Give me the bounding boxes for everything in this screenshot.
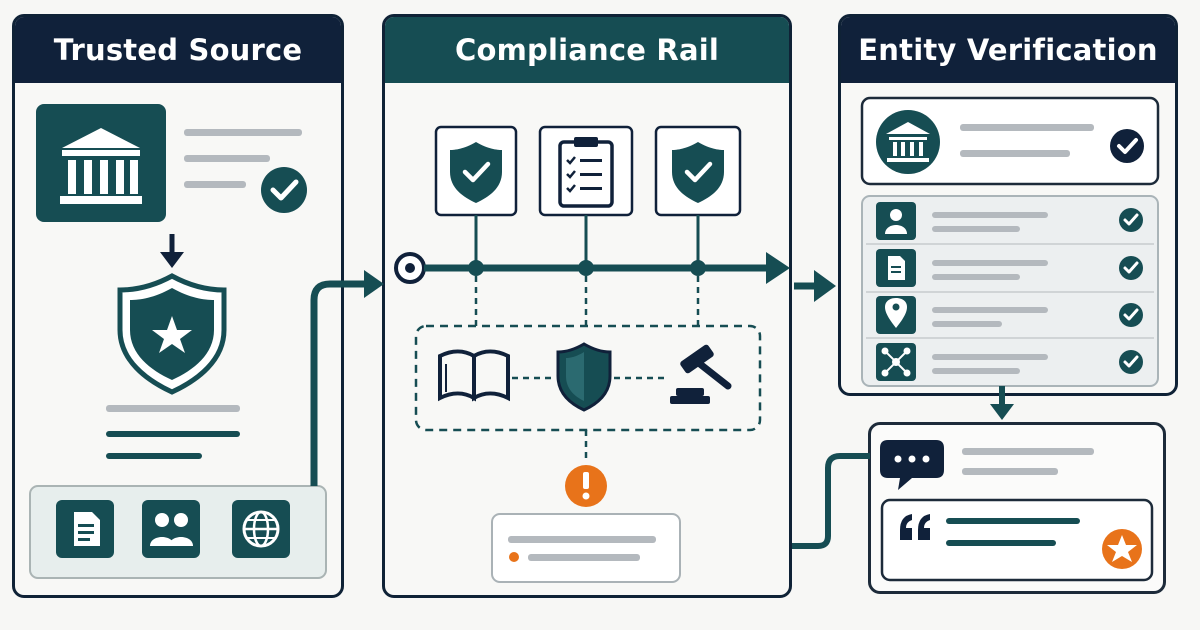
arrow-head (364, 270, 384, 298)
source-tiles (29, 485, 327, 579)
list-item (876, 249, 1143, 287)
shield-check-icon (434, 125, 518, 217)
network-icon (876, 343, 916, 381)
check-icon (1119, 256, 1143, 280)
users-icon (142, 500, 200, 558)
bank-icon (876, 110, 940, 174)
check-icon (1119, 303, 1143, 327)
globe-icon (232, 500, 290, 558)
chat-bubble-icon (880, 440, 944, 490)
entity-verification-title: Entity Verification (841, 17, 1175, 83)
check-icon (1110, 129, 1144, 163)
text-placeholder-lines (184, 129, 302, 188)
bank-icon (36, 104, 166, 222)
quote-icon (900, 514, 930, 540)
trusted-source-title: Trusted Source (15, 17, 341, 83)
user-icon (876, 202, 916, 240)
check-icon (1119, 208, 1143, 232)
policy-group-box (414, 324, 762, 432)
document-icon (56, 500, 114, 558)
check-icon (261, 167, 307, 213)
arrow-head (766, 252, 790, 284)
alert-message-card (491, 513, 681, 583)
book-icon (438, 349, 510, 402)
list-item (876, 296, 1143, 334)
alert-icon (565, 465, 607, 507)
star-badge-icon (1102, 529, 1142, 569)
verification-list (861, 195, 1159, 387)
start-node-icon (394, 252, 426, 284)
connector-line (792, 453, 870, 549)
shield-check-icon (654, 125, 742, 217)
location-pin-icon (876, 296, 916, 334)
connector-arrow (310, 280, 368, 486)
compliance-rail-title: Compliance Rail (385, 17, 789, 83)
arrow-head (814, 270, 836, 302)
check-icon (1119, 350, 1143, 374)
entity-summary-card (860, 96, 1160, 186)
clipboard-checklist-icon (538, 125, 634, 217)
arrow-down-icon (160, 234, 184, 268)
list-item (876, 202, 1143, 240)
arrow-head (990, 404, 1014, 420)
shield-icon (556, 342, 612, 412)
review-quote-card (880, 498, 1154, 582)
shield-star-icon (117, 273, 227, 395)
gavel-icon (670, 344, 732, 404)
text-placeholder-lines (106, 405, 240, 459)
document-icon (876, 249, 916, 287)
list-item (876, 343, 1143, 381)
